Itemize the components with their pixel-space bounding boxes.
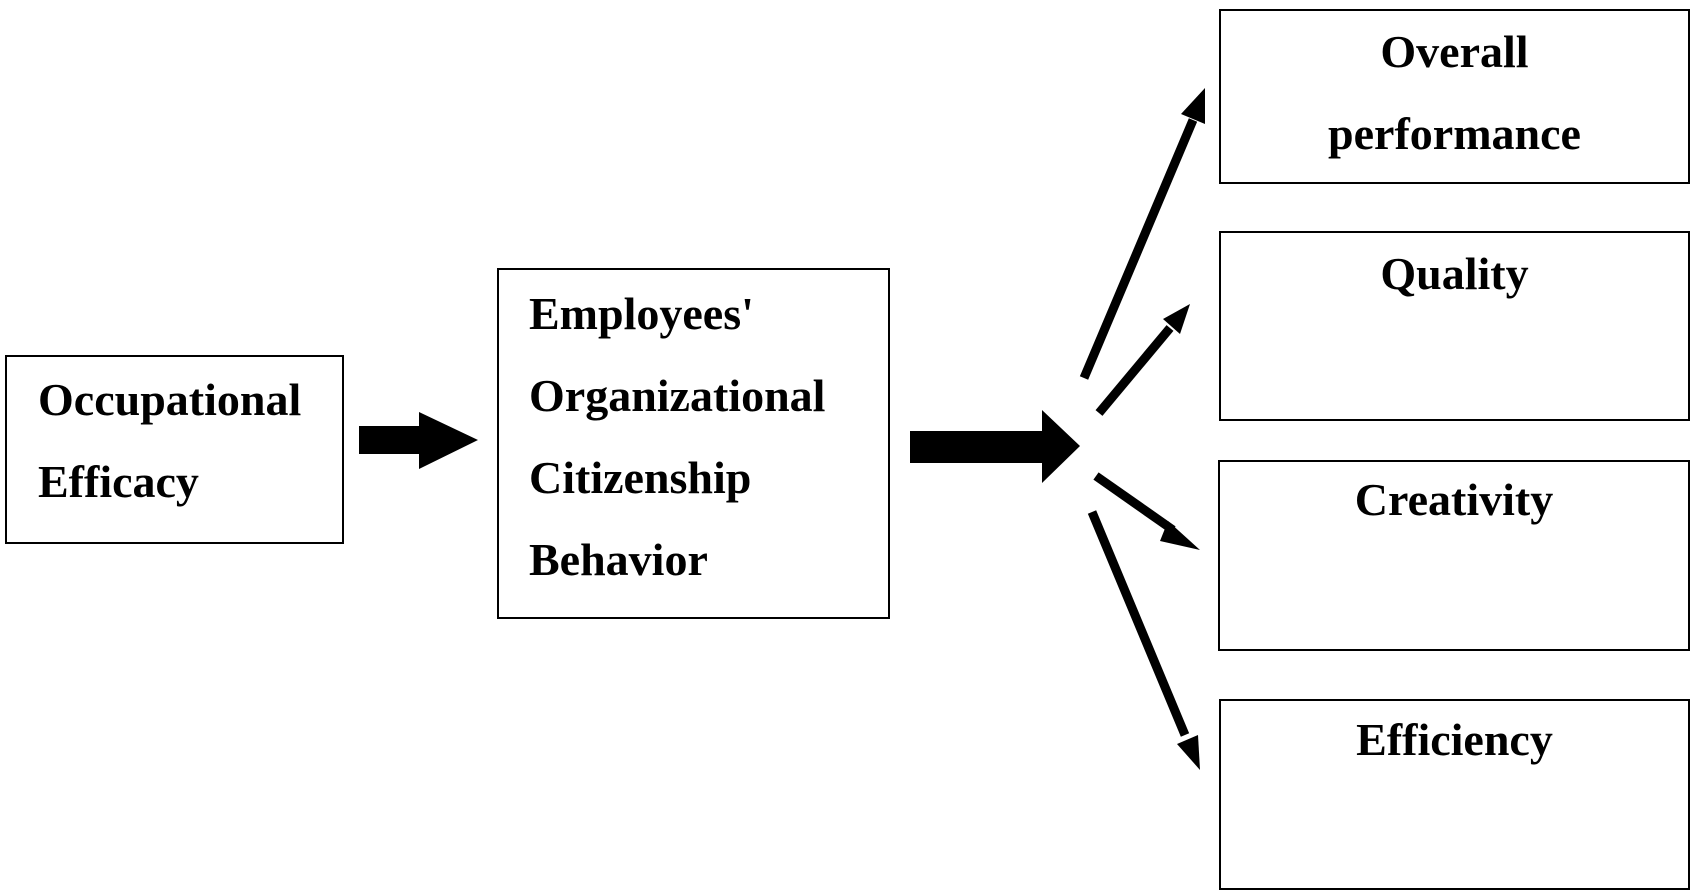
- quality-line-1: Quality: [1380, 248, 1529, 299]
- ocb-line-1: Employees': [529, 288, 754, 339]
- arrow-to-overall-performance-shaft: [1079, 118, 1198, 380]
- quality-label: Quality: [1221, 233, 1688, 315]
- creativity-line-1: Creativity: [1354, 474, 1554, 525]
- overall-performance-box: Overall performance: [1219, 9, 1690, 184]
- ocb-line-3: Citizenship: [529, 452, 752, 503]
- arrow-to-quality-head: [1163, 304, 1190, 334]
- creativity-label: Creativity: [1220, 459, 1688, 541]
- arrow-to-efficiency-shaft: [1087, 510, 1190, 737]
- arrow-efficacy-to-ocb: [359, 412, 478, 469]
- efficiency-label: Efficiency: [1221, 699, 1688, 781]
- occupational-efficacy-label: Occupational Efficacy: [38, 359, 301, 523]
- overall-performance-line-1: Overall: [1380, 26, 1529, 77]
- arrow-to-creativity-shaft: [1093, 472, 1176, 534]
- arrow-to-quality-shaft: [1095, 325, 1174, 416]
- occupational-efficacy-line-1: Occupational: [38, 374, 302, 425]
- ocb-box: Employees' Organizational Citizenship Be…: [497, 268, 890, 619]
- ocb-line-2: Organizational: [529, 370, 826, 421]
- efficiency-line-1: Efficiency: [1356, 714, 1553, 765]
- quality-box: Quality: [1219, 231, 1690, 421]
- creativity-box: Creativity: [1218, 460, 1690, 651]
- occupational-efficacy-box: Occupational Efficacy: [5, 355, 344, 544]
- ocb-line-4: Behavior: [529, 534, 708, 585]
- arrow-ocb-to-outcomes: [910, 410, 1080, 483]
- arrow-to-overall-performance-head: [1181, 88, 1205, 124]
- overall-performance-line-2: performance: [1328, 108, 1581, 159]
- occupational-efficacy-line-2: Efficacy: [38, 456, 199, 507]
- ocb-label: Employees' Organizational Citizenship Be…: [529, 273, 825, 601]
- arrow-to-creativity-head: [1160, 521, 1200, 550]
- efficiency-box: Efficiency: [1219, 699, 1690, 890]
- arrow-to-efficiency-head: [1177, 735, 1200, 770]
- overall-performance-label: Overall performance: [1221, 11, 1688, 175]
